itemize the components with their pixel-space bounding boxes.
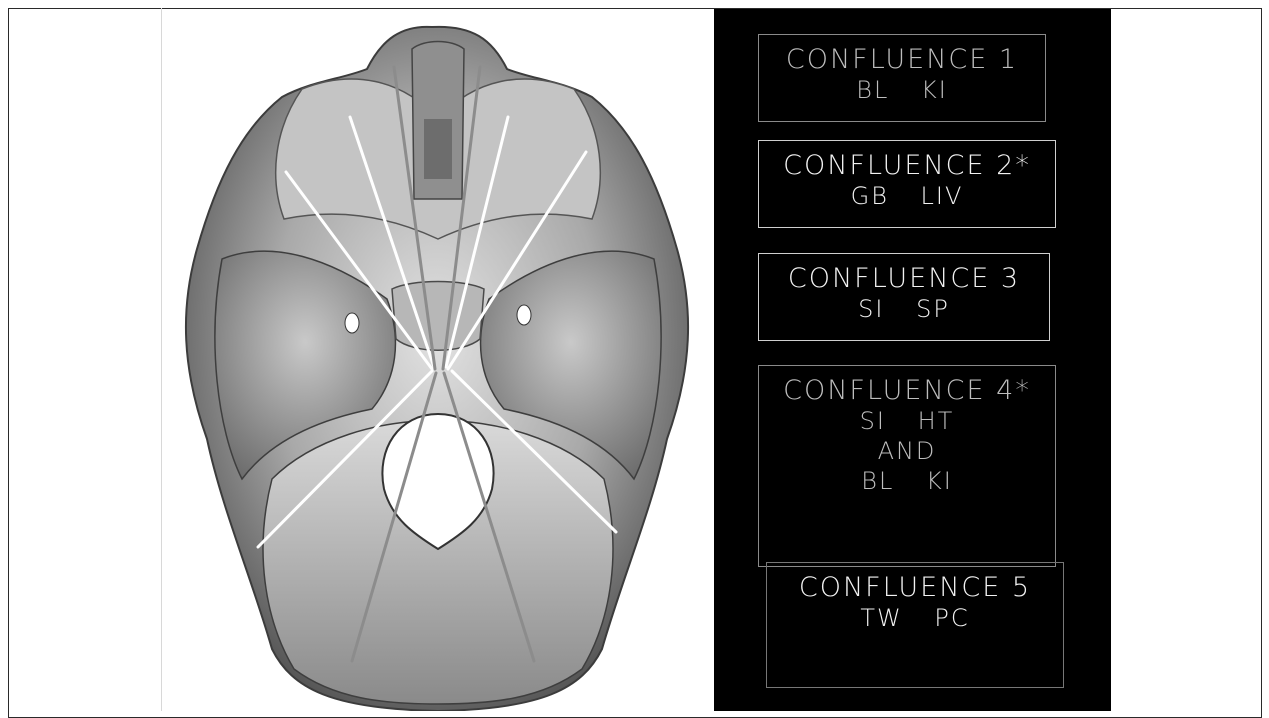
confluence-box-2: CONFLUENCE 2* GB LIV [758,140,1056,228]
confluence-2-line-1: GB LIV [759,181,1055,211]
confluence-box-5: CONFLUENCE 5 TW PC [766,562,1064,688]
left-foramen [345,313,359,333]
confluence-4-line-2: AND [759,436,1055,466]
confluence-4-line-3: BL KI [759,466,1055,496]
skull-base-illustration [162,9,714,711]
confluence-4-line-1: SI HT [759,406,1055,436]
confluence-5-title: CONFLUENCE 5 [767,573,1063,603]
confluence-3-title: CONFLUENCE 3 [759,264,1049,294]
sella-turcica [392,282,484,351]
confluence-box-4: CONFLUENCE 4* SI HT AND BL KI [758,365,1056,567]
confluence-box-3: CONFLUENCE 3 SI SP [758,253,1050,341]
confluence-5-line-1: TW PC [767,603,1063,633]
confluence-box-1: CONFLUENCE 1 BL KI [758,34,1046,122]
confluence-label-panel: CONFLUENCE 1 BL KI CONFLUENCE 2* GB LIV … [714,9,1111,711]
confluence-2-title: CONFLUENCE 2* [759,151,1055,181]
confluence-4-title: CONFLUENCE 4* [759,376,1055,406]
right-foramen [517,305,531,325]
confluence-1-line-1: BL KI [759,75,1045,105]
confluence-1-title: CONFLUENCE 1 [759,45,1045,75]
confluence-3-line-1: SI SP [759,294,1049,324]
skull-base-image [162,9,714,711]
cribriform-plate [424,119,452,179]
